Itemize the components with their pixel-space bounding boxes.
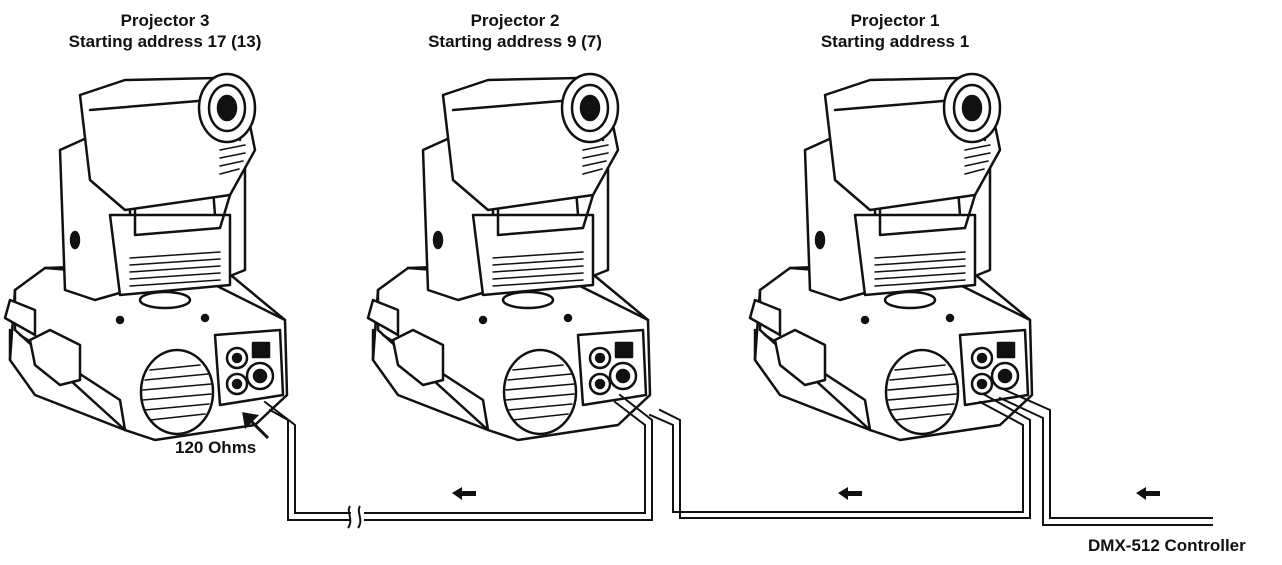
- controller-label: DMX-512 Controller: [1088, 536, 1246, 555]
- projector-3-fixture: [3, 72, 289, 442]
- projector-1-fixture: [748, 72, 1034, 442]
- projector-2-address: Starting address 9 (7): [428, 32, 602, 51]
- dmx-cable: [263, 388, 1213, 526]
- terminator-label: 120 Ohms: [175, 438, 257, 457]
- projector-1-title: Projector 1 Starting address 1: [745, 10, 1045, 52]
- projector-1-name: Projector 1: [850, 11, 940, 30]
- cable-break-icon: [347, 505, 362, 529]
- projector-2-name: Projector 2: [470, 11, 560, 30]
- terminator-arrow-icon: [242, 412, 270, 440]
- projector-3-name: Projector 3: [120, 11, 210, 30]
- projector-2-title: Projector 2 Starting address 9 (7): [365, 10, 665, 52]
- direction-arrow-icon: [452, 487, 1160, 500]
- projector-3-title: Projector 3 Starting address 17 (13): [15, 10, 315, 52]
- projector-2-fixture: [366, 72, 652, 442]
- projector-3-address: Starting address 17 (13): [68, 32, 262, 51]
- projector-1-address: Starting address 1: [820, 32, 970, 51]
